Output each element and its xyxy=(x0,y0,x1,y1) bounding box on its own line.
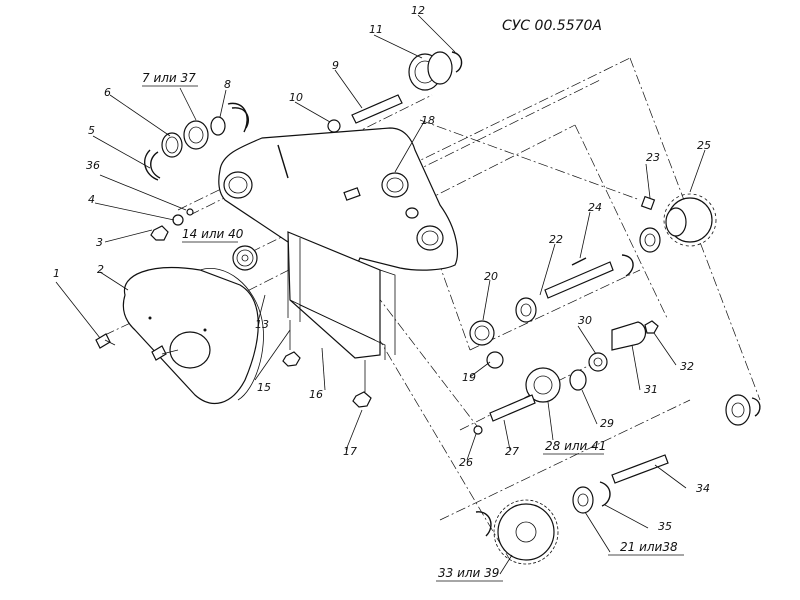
callout-16: 16 xyxy=(309,388,323,401)
callout-8: 8 xyxy=(224,78,231,91)
callout-labels: 1 2 3 4 5 6 7 или 37 8 9 10 11 12 13 14 … xyxy=(53,4,711,582)
callout-32: 32 xyxy=(680,360,694,373)
callout-14: 14 или 40 xyxy=(182,227,244,241)
callout-1: 1 xyxy=(53,267,60,280)
callout-23: 23 xyxy=(646,151,660,164)
callout-34: 34 xyxy=(696,482,710,495)
callout-12: 12 xyxy=(411,4,425,17)
nut-15 xyxy=(282,351,301,367)
callout-7: 7 или 37 xyxy=(142,71,196,85)
callout-17: 17 xyxy=(343,445,357,458)
plate-part xyxy=(218,127,458,281)
right-shaft-parts xyxy=(469,257,614,369)
callout-10: 10 xyxy=(289,91,303,104)
callout-22: 22 xyxy=(549,233,563,246)
callout-9: 9 xyxy=(332,59,339,72)
callout-36: 36 xyxy=(86,159,100,172)
plate-cam-parts xyxy=(569,320,659,391)
callout-30: 30 xyxy=(578,314,592,327)
wing-screw-part-2 xyxy=(151,345,179,361)
callout-20: 20 xyxy=(484,270,498,283)
callout-31: 31 xyxy=(644,383,658,396)
callout-26: 26 xyxy=(459,456,473,469)
cover-part xyxy=(122,267,264,404)
shaft-34-parts xyxy=(572,394,761,514)
callout-13: 13 xyxy=(255,318,269,331)
callout-28: 28 или 41 xyxy=(545,439,606,453)
bracket-part xyxy=(287,231,396,360)
callout-25: 25 xyxy=(697,139,711,152)
callout-4: 4 xyxy=(88,193,95,206)
wing-screw-part xyxy=(95,333,116,349)
leader-lines xyxy=(55,14,706,575)
callout-15: 15 xyxy=(257,381,271,394)
small-gear-part xyxy=(232,245,258,271)
callout-27: 27 xyxy=(505,445,519,458)
gear-28-parts xyxy=(473,367,561,435)
callout-35: 35 xyxy=(658,520,672,533)
callout-18: 18 xyxy=(421,114,435,127)
callout-2: 2 xyxy=(97,263,104,276)
callout-21: 21 или38 xyxy=(620,540,678,554)
gear-33-parts xyxy=(475,499,559,565)
callout-11: 11 xyxy=(369,23,383,36)
top-shaft-parts xyxy=(327,51,463,133)
callout-19: 19 xyxy=(462,371,476,384)
callout-24: 24 xyxy=(588,201,602,214)
nut-17 xyxy=(352,391,372,408)
drawing-title: СУС 00.5570А xyxy=(502,18,602,34)
callout-6: 6 xyxy=(104,86,111,99)
callout-33: 33 или 39 xyxy=(438,566,499,580)
left-small-parts xyxy=(144,102,250,241)
sprocket-parts xyxy=(621,193,717,277)
callout-3: 3 xyxy=(96,236,103,249)
callout-29: 29 xyxy=(600,417,614,430)
callout-5: 5 xyxy=(88,124,95,137)
